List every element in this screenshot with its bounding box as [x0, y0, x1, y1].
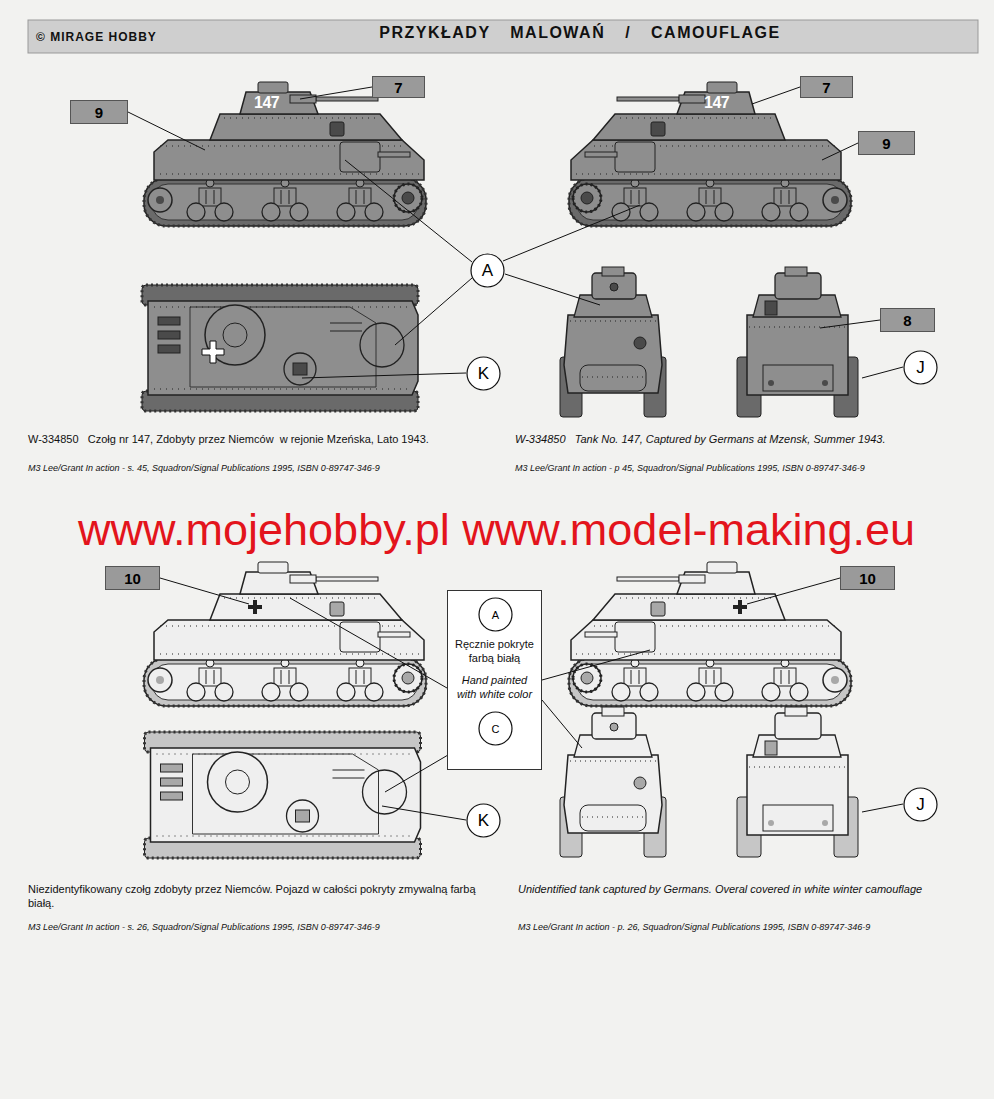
watermark: www.mojehobby.pl www.model-making.eu	[78, 506, 915, 554]
caption-text: W-334850 Czołg nr 147, Zdobyty przez Nie…	[28, 432, 493, 446]
paint-code-circle: J	[903, 787, 938, 822]
paint-description: Hand painted with white color	[452, 673, 537, 701]
caption-text: W-334850 Tank No. 147, Captured by Germa…	[515, 432, 975, 446]
code-text: 8	[903, 312, 911, 329]
callout-number: 9	[858, 131, 915, 155]
code-text: A	[482, 261, 493, 281]
paint-code-circle: C	[478, 711, 513, 746]
code-text: 9	[95, 104, 103, 121]
caption-text: Unidentified tank captured by Germans. O…	[518, 882, 978, 896]
callout-number: 7	[372, 76, 425, 98]
code-text: 7	[394, 79, 402, 96]
code-text: 10	[124, 570, 141, 587]
tank-number: 147	[704, 94, 744, 112]
code-text: C	[492, 722, 500, 736]
code-text: 9	[882, 135, 890, 152]
paint-code-circle: A	[478, 597, 513, 632]
callout-number: 10	[105, 566, 160, 590]
paint-code-circle: K	[466, 356, 501, 391]
paint-description: Ręcznie pokryte farbą białą	[452, 637, 537, 665]
callout-number: 8	[880, 308, 935, 332]
code-text: 7	[822, 79, 830, 96]
code-text: J	[916, 795, 925, 815]
callout-number: 7	[800, 76, 853, 98]
code-text: A	[492, 608, 499, 622]
paint-code-circle: K	[466, 803, 501, 838]
callout-number: 9	[70, 100, 128, 124]
paint-code-circle: J	[903, 350, 938, 385]
reference-note: M3 Lee/Grant In action - s. 26, Squadron…	[28, 921, 483, 933]
paint-key-text: Ręcznie pokryte farbą białąHand painted …	[452, 637, 537, 701]
code-text: J	[916, 358, 925, 378]
heading-title: PRZYKŁADY MALOWAŃ / CAMOUFLAGE	[300, 24, 860, 42]
brand-name: © MIRAGE HOBBY	[36, 30, 236, 44]
reference-note: M3 Lee/Grant In action - p 45, Squadron/…	[515, 462, 975, 474]
code-text: K	[478, 811, 489, 831]
reference-note: M3 Lee/Grant In action - p. 26, Squadron…	[518, 921, 978, 933]
code-text: 10	[859, 570, 876, 587]
paint-code-circle: A	[470, 253, 505, 288]
tank-number: 147	[254, 94, 294, 112]
code-text: K	[478, 364, 489, 384]
callout-number: 10	[840, 566, 895, 590]
caption-text: Niezidentyfikowany czołg zdobyty przez N…	[28, 882, 483, 910]
reference-note: M3 Lee/Grant In action - s. 45, Squadron…	[28, 462, 493, 474]
paint-key-box: Ręcznie pokryte farbą białąHand painted …	[447, 590, 542, 770]
